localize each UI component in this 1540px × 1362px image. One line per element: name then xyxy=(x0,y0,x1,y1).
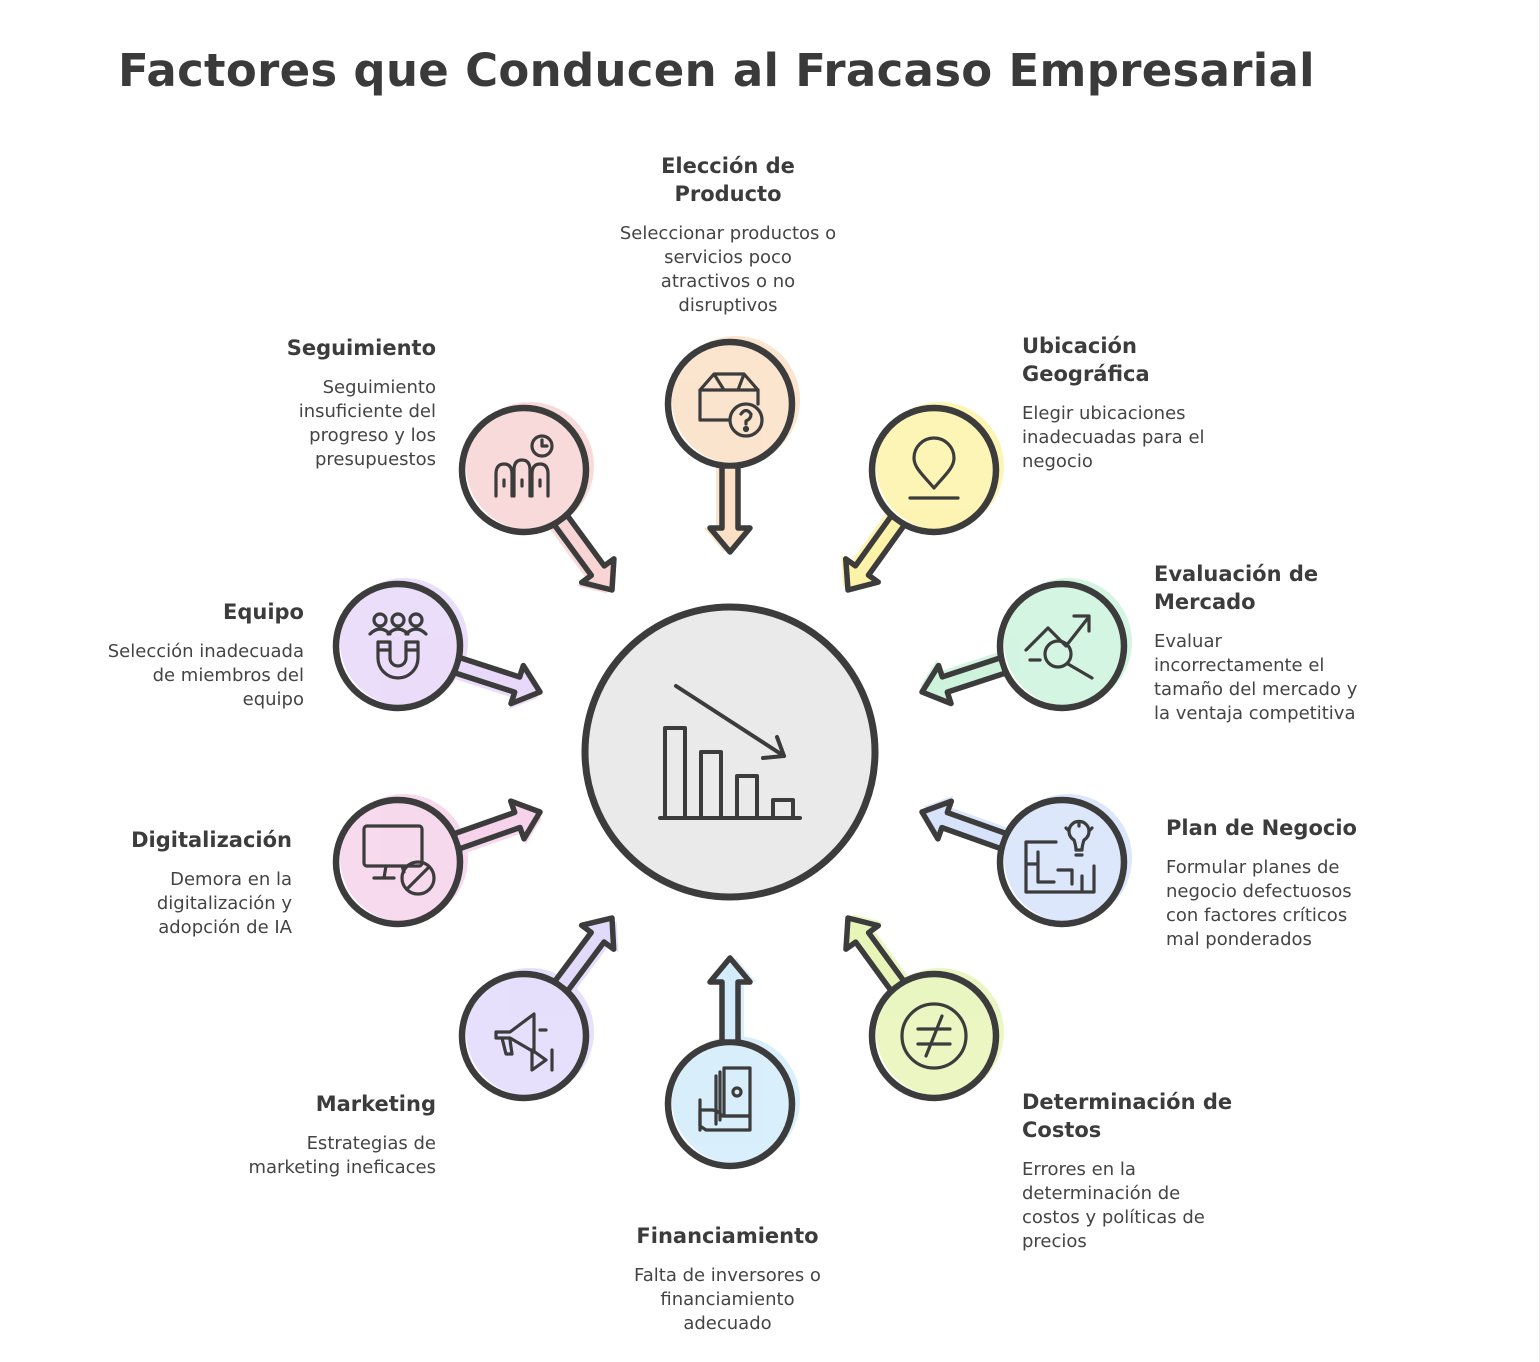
factor-description: Elegir ubicaciones inadecuadas para el n… xyxy=(1022,403,1205,472)
factor-circle xyxy=(996,796,1128,928)
factor-title: Ubicación Geográfica xyxy=(1022,334,1150,386)
factor-label-plan: Plan de Negocio Formular planes de negoc… xyxy=(1166,814,1381,952)
factor-arrow xyxy=(451,654,543,707)
factor-node-marketing xyxy=(458,915,619,1102)
factor-circle xyxy=(458,404,590,536)
factor-arrow xyxy=(842,512,908,593)
factor-arrow xyxy=(919,655,1009,707)
factor-description: Seleccionar productos o servicios poco a… xyxy=(619,223,837,316)
factor-circle xyxy=(458,970,590,1102)
factor-title: Elección de Producto xyxy=(661,154,795,206)
factor-node-mercado xyxy=(919,578,1132,712)
factor-label-equipo: Equipo Selección inadecuada de miembros … xyxy=(94,598,304,712)
megaphone-icon xyxy=(494,1012,554,1072)
factor-title: Plan de Negocio xyxy=(1166,816,1357,840)
factor-circle xyxy=(332,796,464,928)
box-question-icon xyxy=(698,372,764,438)
location-pin-icon xyxy=(908,436,960,500)
factor-node-plan xyxy=(919,794,1132,928)
not-equal-icon xyxy=(900,1002,968,1070)
factor-circle xyxy=(868,970,1000,1102)
factor-title: Seguimiento xyxy=(286,336,436,360)
factor-description: Formular planes de negocio defectuosos c… xyxy=(1166,857,1352,950)
factor-label-digital: Digitalización Demora en la digitalizaci… xyxy=(92,826,292,940)
factor-description: Errores en la determinación de costos y … xyxy=(1022,1159,1205,1252)
factor-label-producto: Elección de Producto Seleccionar product… xyxy=(618,152,838,318)
team-magnet-icon xyxy=(368,612,428,680)
factor-arrow xyxy=(451,798,543,852)
blueprint-lightbulb-icon xyxy=(1024,819,1096,894)
declining-bar-chart-icon xyxy=(658,684,802,820)
factor-node-ubicacion xyxy=(840,402,1004,593)
factor-description: Estrategias de marketing ineficaces xyxy=(248,1133,436,1178)
factor-label-costos: Determinación de Costos Errores en la de… xyxy=(1022,1088,1237,1254)
factor-label-mercado: Evaluación de Mercado Evaluar incorrecta… xyxy=(1154,560,1369,726)
monitor-blocked-icon xyxy=(362,824,436,896)
factor-arrow xyxy=(919,798,1010,852)
hand-money-icon xyxy=(698,1066,752,1132)
fingers-clock-icon xyxy=(494,434,554,498)
factor-arrow xyxy=(551,512,617,593)
factor-circle xyxy=(868,404,1000,536)
factor-description: Selección inadecuada de miembros del equ… xyxy=(107,641,304,710)
page-title: Factores que Conducen al Fracaso Empresa… xyxy=(118,44,1315,97)
factor-title: Determinación de Costos xyxy=(1022,1090,1233,1142)
factor-label-marketing: Marketing Estrategias de marketing inefi… xyxy=(226,1090,436,1180)
factor-title: Financiamiento xyxy=(636,1224,819,1248)
factor-node-costos xyxy=(843,914,1004,1102)
factor-label-ubicacion: Ubicación Geográfica Elegir ubicaciones … xyxy=(1022,332,1237,474)
factor-arrow xyxy=(843,915,907,994)
factor-description: Falta de inversores o financiamiento ade… xyxy=(634,1265,821,1334)
factor-label-financ: Financiamiento Falta de inversores o fin… xyxy=(615,1222,840,1336)
factor-circle xyxy=(332,580,464,712)
factor-description: Seguimiento insuficiente del progreso y … xyxy=(298,377,436,470)
factor-node-equipo xyxy=(332,578,543,712)
factor-title: Evaluación de Mercado xyxy=(1154,562,1319,614)
factor-title: Digitalización xyxy=(131,828,292,852)
edge-ruler-decoration xyxy=(1539,0,1540,1362)
factor-arrow xyxy=(551,915,617,994)
factor-node-seguim xyxy=(458,402,617,594)
factor-description: Evaluar incorrectamente el tamaño del me… xyxy=(1154,631,1358,724)
chart-magnifier-icon xyxy=(1024,614,1094,680)
factor-title: Equipo xyxy=(223,600,304,624)
factor-circle xyxy=(996,580,1128,712)
factor-node-financ xyxy=(664,955,800,1170)
center-node xyxy=(581,603,879,901)
factor-arrow xyxy=(707,463,753,555)
factor-node-producto xyxy=(664,336,800,555)
factor-arrow xyxy=(707,955,753,1045)
factor-title: Marketing xyxy=(315,1092,436,1116)
factor-node-digital xyxy=(332,794,543,928)
factor-description: Demora en la digitalización y adopción d… xyxy=(156,869,292,938)
factor-label-seguim: Seguimiento Seguimiento insuficiente del… xyxy=(240,334,436,472)
